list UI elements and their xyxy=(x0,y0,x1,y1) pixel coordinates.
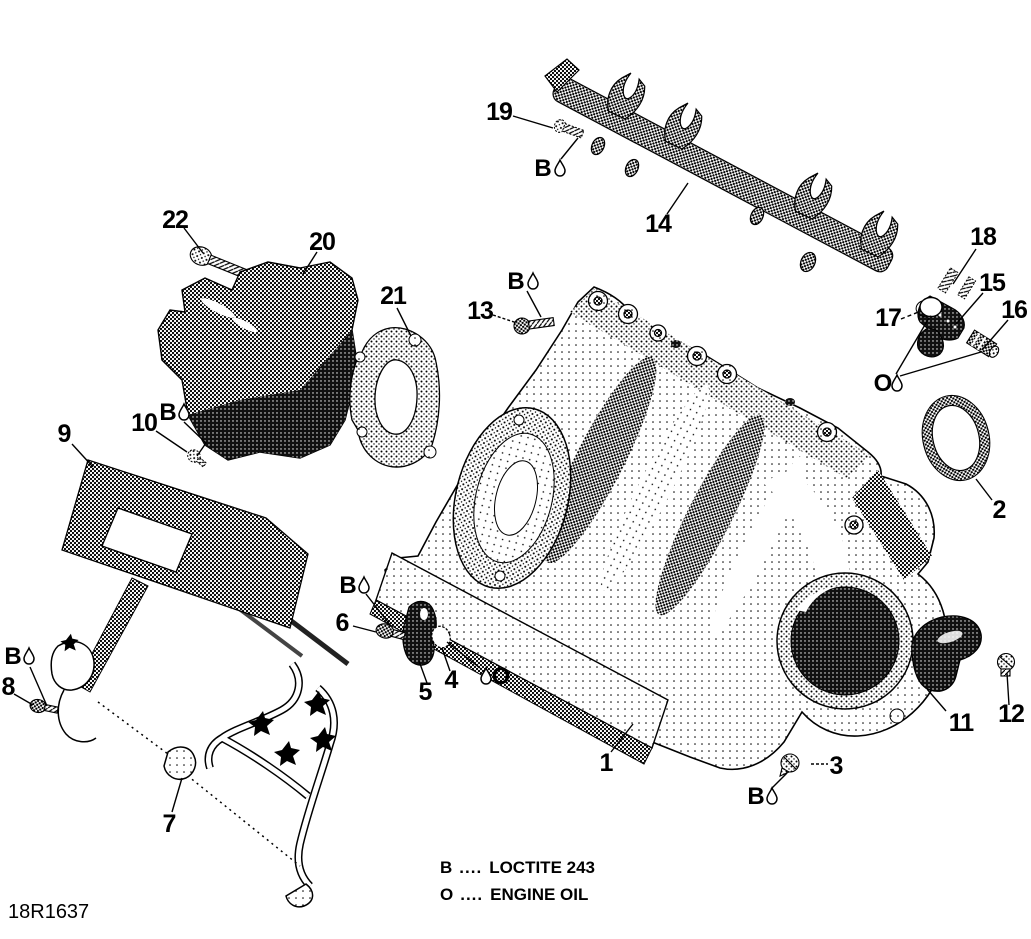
svg-text:O: O xyxy=(492,663,511,690)
callout-4: 4 xyxy=(445,666,459,694)
part-10-screw xyxy=(187,449,208,468)
part-20-component xyxy=(157,261,359,461)
leader-lines xyxy=(13,115,1010,813)
svg-text:B: B xyxy=(507,268,524,295)
callout-14: 14 xyxy=(645,210,672,238)
oil-marker-17: O xyxy=(874,370,903,397)
svg-text:B: B xyxy=(159,399,176,426)
callout-21: 21 xyxy=(380,282,407,310)
svg-text:B: B xyxy=(339,572,356,599)
part-12-screw xyxy=(996,652,1016,677)
callout-15: 15 xyxy=(979,269,1006,297)
svg-text:B: B xyxy=(534,155,551,182)
part-1-engine-manifold xyxy=(369,286,948,771)
callout-19: 19 xyxy=(486,98,512,126)
legend-meaning-oil: ENGINE OIL xyxy=(490,885,589,904)
part-6-bolt xyxy=(375,623,406,641)
callout-22: 22 xyxy=(162,206,188,234)
callout-18: 18 xyxy=(970,223,997,251)
part-7-support-frame xyxy=(50,633,338,908)
svg-text:B: B xyxy=(747,783,764,810)
part-13-bolt xyxy=(513,316,555,335)
legend-dots: .... xyxy=(459,858,483,877)
callout-13: 13 xyxy=(467,297,493,325)
callout-9: 9 xyxy=(58,420,71,448)
callout-17: 17 xyxy=(875,304,901,332)
part-21-gasket xyxy=(349,327,441,468)
callout-5: 5 xyxy=(419,678,433,706)
drawing-number: 18R1637 xyxy=(8,901,90,923)
part-11-elbow xyxy=(911,615,982,692)
callout-12: 12 xyxy=(998,700,1024,728)
legend: B.... LOCTITE 243 O.... ENGINE OIL xyxy=(440,854,595,908)
part-3-screw xyxy=(779,753,800,777)
loctite-marker-8: B xyxy=(4,643,35,670)
callout-2: 2 xyxy=(993,496,1006,524)
droplet-icon xyxy=(766,786,778,805)
legend-dots: .... xyxy=(460,885,484,904)
callout-10: 10 xyxy=(131,409,157,437)
legend-loctite-row: B.... LOCTITE 243 xyxy=(440,854,595,881)
loctite-marker-13: B xyxy=(507,268,539,295)
part-2-o-ring xyxy=(921,394,991,482)
callout-8: 8 xyxy=(2,673,16,701)
svg-text:B: B xyxy=(4,643,21,670)
droplet-icon xyxy=(358,575,370,594)
callout-7: 7 xyxy=(163,810,176,838)
part-5-damper xyxy=(402,600,437,666)
loctite-marker-19: B xyxy=(534,155,566,182)
part-9-bracket xyxy=(61,459,350,693)
droplet-icon xyxy=(891,373,903,392)
callout-1: 1 xyxy=(600,749,614,777)
loctite-marker-10: B xyxy=(159,399,190,426)
droplet-icon xyxy=(23,646,35,665)
loctite-marker-3: B xyxy=(747,783,778,810)
svg-text:O: O xyxy=(874,370,893,397)
part-17-piston-cap xyxy=(915,296,943,318)
callout-20: 20 xyxy=(309,228,335,256)
part-18-pins xyxy=(937,267,977,300)
callout-11: 11 xyxy=(949,709,975,737)
part-16-plug xyxy=(965,329,1000,358)
droplet-icon xyxy=(554,158,566,177)
droplet-icon xyxy=(480,666,492,685)
loctite-marker-6: B xyxy=(339,572,370,599)
legend-meaning-loctite: LOCTITE 243 xyxy=(489,858,595,877)
droplet-icon xyxy=(178,402,190,421)
part-4-o-ring xyxy=(431,625,451,649)
callout-3: 3 xyxy=(830,752,843,780)
legend-oil-row: O.... ENGINE OIL xyxy=(440,881,595,908)
part-19-screw xyxy=(553,119,585,139)
callout-16: 16 xyxy=(1001,296,1027,324)
droplet-icon xyxy=(527,271,539,290)
callout-6: 6 xyxy=(336,609,349,637)
oil-marker-4: O xyxy=(480,663,511,690)
part-8-bolt xyxy=(29,698,59,714)
legend-symbol-o: O xyxy=(440,885,454,904)
legend-symbol-b: B xyxy=(440,858,453,877)
part-14-rail xyxy=(544,58,899,273)
